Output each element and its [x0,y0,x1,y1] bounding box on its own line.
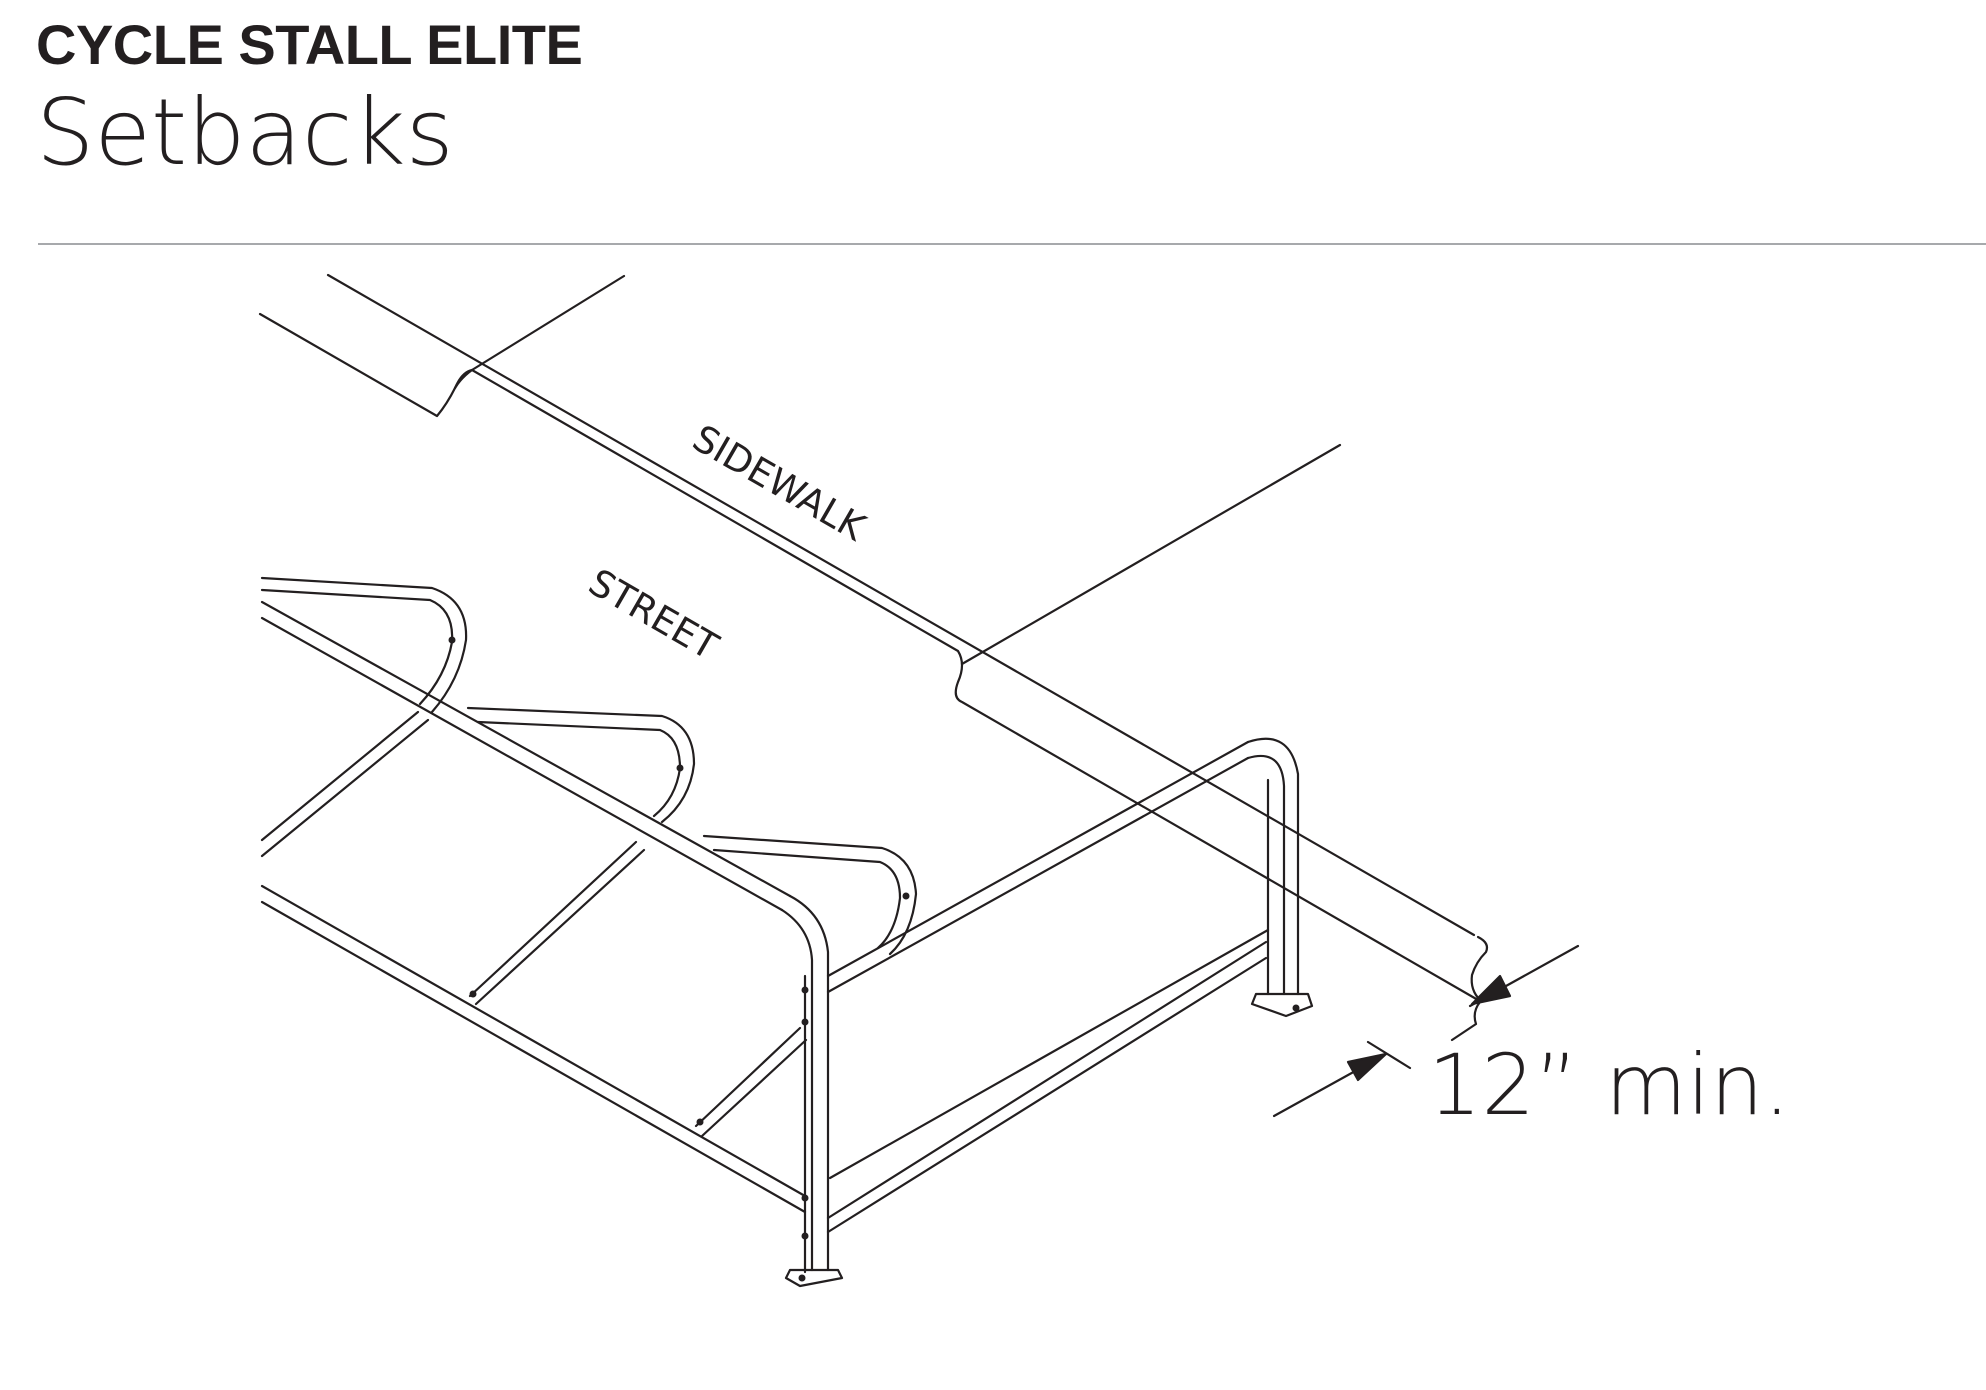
curb-bottom-edge [1450,935,1489,1042]
header-divider [38,243,1986,245]
setback-dimension-label: 12” min. [1428,1036,1790,1134]
street-label: STREET [582,561,726,669]
sidewalk-joint [453,274,1342,666]
product-name: CYCLE STALL ELITE [36,13,583,76]
sidewalk-back-edge [326,273,1476,937]
bike-rack [260,576,1314,1288]
dimension-arrow-right [1468,944,1580,1008]
section-title: Setbacks [36,79,454,186]
dimension-arrow-left [1272,1040,1412,1118]
sidewalk-label: SIDEWALK [686,417,874,551]
curb-top-edge [258,312,1480,1002]
